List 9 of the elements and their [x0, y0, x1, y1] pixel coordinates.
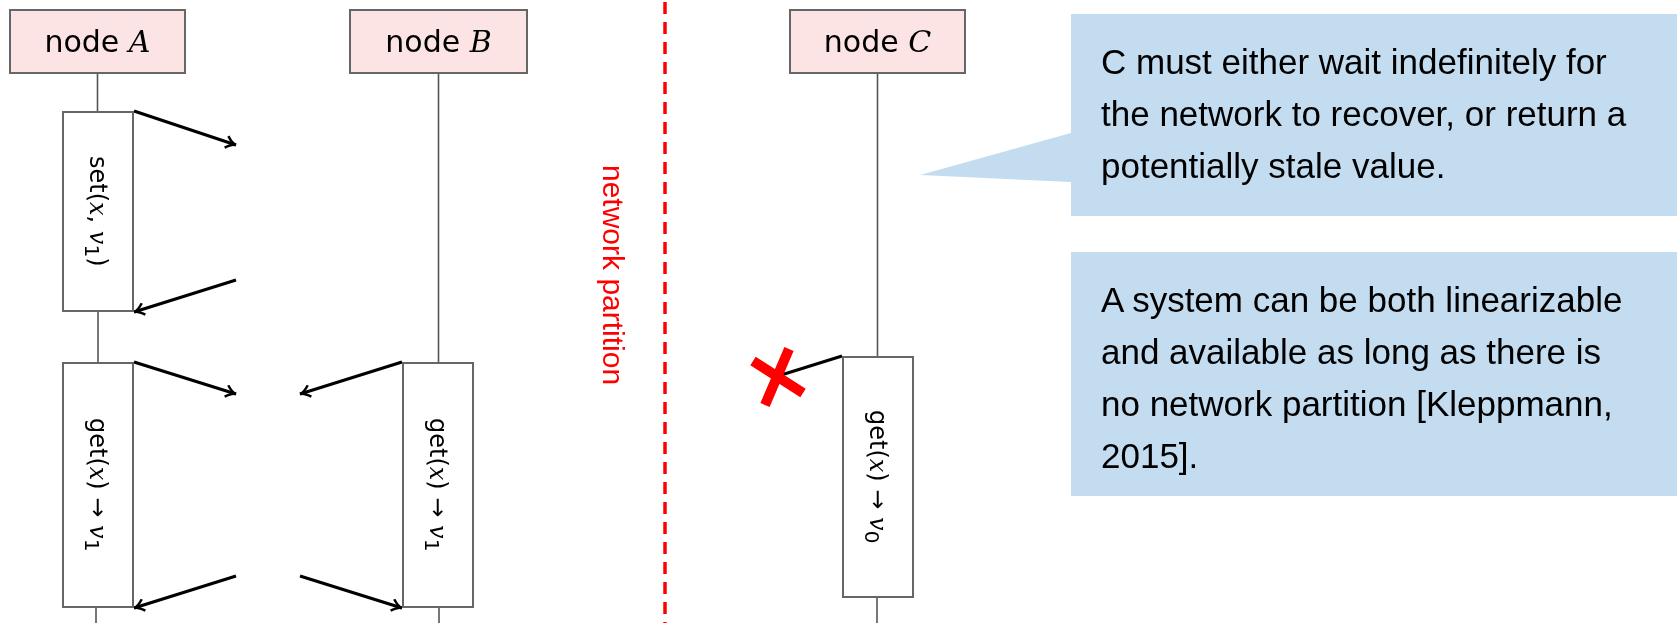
- callout-note: A system can be both linearizable and available as long as there is no network partition [Kleppmann, 2015].: [1071, 252, 1677, 496]
- lifeline: [437, 73, 440, 363]
- lifeline: [97, 311, 99, 363]
- lifeline-header: node C: [789, 9, 966, 74]
- lifeline: [96, 73, 99, 112]
- lifeline-header: node A: [9, 9, 186, 74]
- lifeline: [876, 73, 879, 357]
- partition-label: network partition: [596, 165, 630, 386]
- lifeline-header: node B: [349, 9, 528, 74]
